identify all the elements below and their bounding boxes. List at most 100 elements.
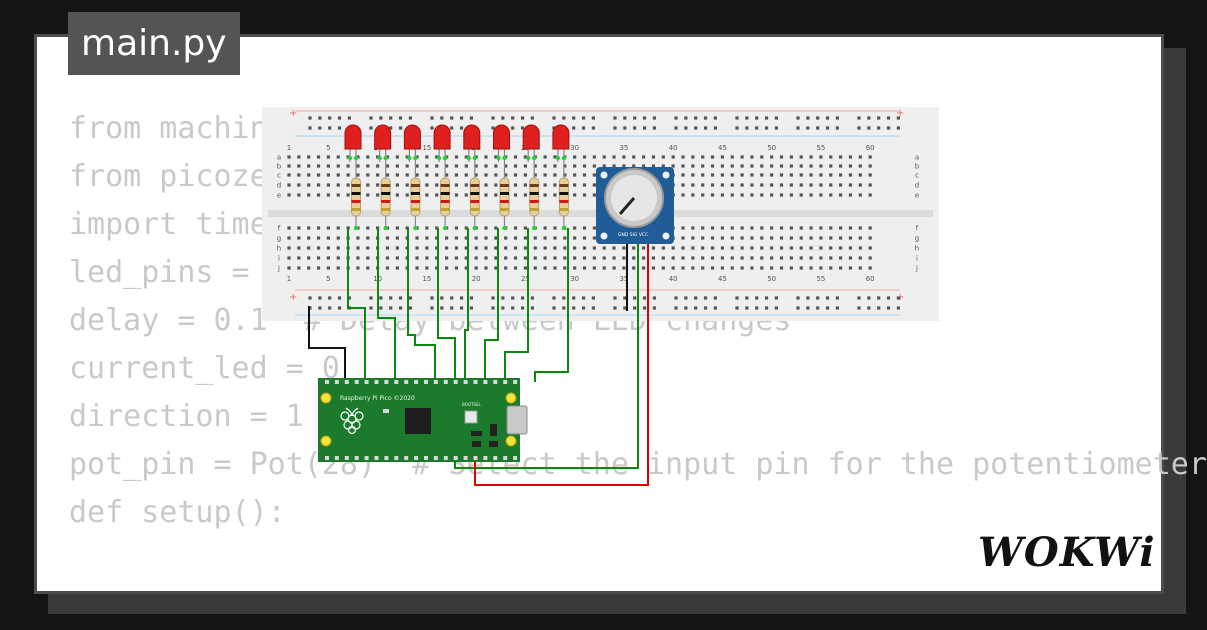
resistor-band <box>410 200 420 203</box>
rail-hole <box>796 306 800 310</box>
rail-hole <box>857 116 861 120</box>
breadboard-hole <box>839 226 843 230</box>
resistor <box>469 177 480 217</box>
breadboard-hole <box>435 256 439 260</box>
breadboard-hole <box>573 266 577 270</box>
led[interactable] <box>522 124 540 150</box>
breadboard-hole <box>740 256 744 260</box>
rail-hole <box>572 116 576 120</box>
breadboard-hole <box>582 193 587 197</box>
led[interactable] <box>374 124 392 150</box>
breadboard-hole <box>829 256 833 260</box>
breadboard-hole <box>445 164 449 168</box>
breadboard-hole <box>307 173 311 177</box>
bootsel-button[interactable] <box>464 410 478 424</box>
breadboard-hole <box>710 256 715 260</box>
breadboard-hole <box>632 246 636 250</box>
breadboard-hole <box>819 246 823 250</box>
pico-component <box>471 431 482 436</box>
breadboard-hole <box>582 266 587 270</box>
breadboard-hole <box>671 246 675 250</box>
breadboard-hole <box>829 236 833 240</box>
rail-hole <box>328 306 332 310</box>
led-wire-4 <box>437 228 456 382</box>
breadboard-hole <box>287 183 291 187</box>
rail-hole <box>347 296 351 300</box>
breadboard-hole <box>642 256 646 260</box>
led[interactable] <box>403 124 421 150</box>
resistor-band <box>410 208 420 211</box>
breadboard-hole <box>602 164 606 168</box>
breadboard-hole <box>799 193 803 197</box>
breadboard-hole <box>504 256 508 260</box>
column-number: 55 <box>816 275 825 283</box>
resistor <box>351 177 361 217</box>
led[interactable] <box>433 124 451 150</box>
breadboard-hole <box>474 164 478 168</box>
breadboard-hole <box>760 164 764 168</box>
breadboard-hole <box>307 193 311 197</box>
breadboard-hole <box>563 246 567 250</box>
breadboard-hole <box>563 164 567 168</box>
breadboard-hole <box>543 236 547 240</box>
breadboard-hole <box>464 155 468 159</box>
breadboard-hole <box>405 193 409 197</box>
breadboard-hole <box>533 246 537 250</box>
breadboard-hole <box>819 256 823 260</box>
rail-hole <box>774 306 778 310</box>
pico-pin <box>473 380 478 384</box>
breadboard-hole <box>513 173 518 177</box>
breadboard-hole <box>307 155 311 159</box>
rail-hole <box>318 306 322 310</box>
rail-hole <box>337 306 342 310</box>
breadboard-hole <box>376 155 380 159</box>
breadboard-hole <box>366 256 370 260</box>
rail-hole <box>520 126 525 130</box>
breadboard-hole <box>415 173 419 177</box>
led[interactable] <box>344 124 362 150</box>
breadboard-hole <box>720 155 724 159</box>
breadboard-hole <box>582 155 587 159</box>
led-wire-2 <box>377 228 396 382</box>
file-tab[interactable]: main.py <box>68 12 240 75</box>
breadboard-hole <box>730 164 734 168</box>
led[interactable] <box>493 124 510 150</box>
breadboard-hole <box>297 173 301 177</box>
led[interactable] <box>552 124 570 150</box>
breadboard-hole <box>435 183 439 187</box>
breadboard-hole <box>326 266 330 270</box>
rail-hole <box>552 296 556 300</box>
breadboard-hole <box>326 236 330 240</box>
rail-hole <box>450 306 454 310</box>
rail-hole <box>857 296 861 300</box>
rail-hole <box>713 126 717 130</box>
breadboard-hole <box>848 183 853 187</box>
breadboard-hole <box>750 256 754 260</box>
breadboard-hole <box>701 266 705 270</box>
breadboard-hole <box>809 164 813 168</box>
breadboard-hole <box>701 155 705 159</box>
column-number: 50 <box>767 275 776 283</box>
pico-pin <box>424 456 428 460</box>
rail-hole <box>581 126 586 130</box>
breadboard-hole <box>553 193 557 197</box>
breadboard-hole <box>326 164 330 168</box>
breadboard-hole <box>307 256 311 260</box>
breadboard-hole <box>740 155 744 159</box>
rail-hole <box>562 306 566 310</box>
breadboard-hole <box>701 236 705 240</box>
breadboard-hole <box>839 164 843 168</box>
resistor-band <box>351 192 361 195</box>
breadboard-hole <box>533 173 537 177</box>
breadboard-hole <box>523 266 527 270</box>
breadboard-hole <box>681 183 685 187</box>
breadboard-hole <box>789 155 793 159</box>
rail-hole <box>642 306 647 310</box>
breadboard-hole <box>819 173 823 177</box>
breadboard-hole <box>592 173 596 177</box>
led[interactable] <box>463 124 481 150</box>
breadboard-hole <box>543 256 547 260</box>
breadboard-hole <box>553 236 557 240</box>
rail-hole <box>581 116 586 120</box>
breadboard-hole <box>592 183 596 187</box>
